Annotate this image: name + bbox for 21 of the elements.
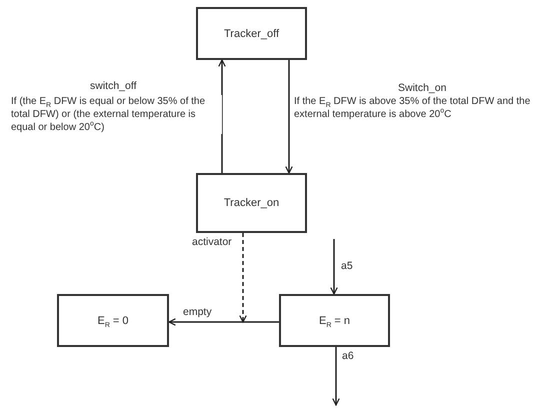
arrow [330,239,338,295]
state-box [196,7,307,60]
state-box [279,294,390,347]
state-name: E$_{R}$ = n [318,314,350,326]
edge-label: activator [191,236,233,248]
edge-label: If (the E$_{R}$ DFW is equal or below 35% of the total DFW) or (the external temperature is equal or below 20$^{o}$C) [10,95,222,134]
state-name: Tracker_on [224,197,280,209]
arrow [218,59,226,173]
state-name: E$_{R}$ = 0 [97,314,129,326]
state-box [196,173,307,233]
arrow [332,347,340,406]
edge-label: a5 [340,260,354,272]
transition-name: switch_off [90,80,136,93]
state-name: Tracker_off [224,28,280,40]
dashed-arrow [239,233,247,323]
edge-label: a6 [341,350,355,362]
transition-name: Switch_on [398,82,446,95]
edge-label: empty [182,306,213,318]
state-box [57,294,169,347]
arrow [285,60,293,174]
arrow [168,318,279,326]
